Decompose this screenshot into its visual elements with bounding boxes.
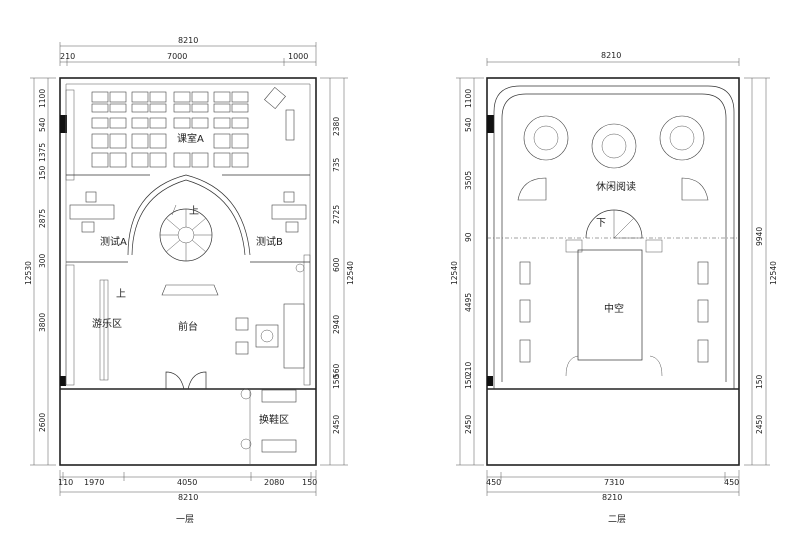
floor1-dimensions: 8210 210 7000 1000 110 1970 4050 2080 15… [24,36,355,525]
test-b-label: 测试B [256,235,283,248]
f2-dim-left-3: 3505 [464,171,473,190]
f2-dim-left-5: 4495 [464,293,473,312]
floor2-dimensions: 8210 450 7310 450 8210 12540 1100 540 35… [450,51,778,525]
f2-dim-left-7: 150 [464,374,473,389]
floor1-caption: 一层 [176,514,194,525]
f1-dim-right-1: 2380 [332,117,341,136]
f1-dim-right-total: 12540 [346,261,355,285]
f1-dim-top-left: 210 [60,52,75,61]
f1-dim-left-8: 2600 [38,413,47,432]
f1-dim-bottom-a: 110 [58,478,73,487]
classroom-a-label: 课室A [177,132,204,145]
f2-dim-right-total: 12540 [769,261,778,285]
floor1-outer-wall [59,77,317,466]
f2-dim-bottom-a: 450 [486,478,501,487]
floor2-caption: 二层 [608,514,626,525]
floor2-column [487,115,494,133]
shoe-bench [261,389,297,403]
f1-dim-left-3: 1375 [38,143,47,162]
classroom-desks [91,86,295,168]
floor1-entry-door [165,371,185,390]
f1-dim-right-2: 735 [332,157,341,172]
f2-dim-right-2: 150 [755,374,764,389]
test-a-label: 测试A [100,235,127,248]
void-label: 中空 [604,302,624,315]
f1-dim-bottom-b: 1970 [84,478,104,487]
coffee-table [255,324,279,348]
stair-down-label: 下 [596,218,606,229]
f1-dim-right-5: 2940 [332,315,341,334]
floor1-plan: 课室A 测试A 测试B 游乐区 前台 换鞋区 上 上 [59,77,317,466]
f1-dim-left-6: 300 [38,253,47,268]
test-a-desk [69,204,115,220]
f1-dim-bottom-e: 150 [302,478,317,487]
test-b-desk [271,204,307,220]
f2-dim-bottom-total: 8210 [602,493,622,502]
reading-seating [517,115,709,201]
f1-dim-left-total: 12530 [24,261,33,285]
f1-dim-left-1: 1100 [38,89,47,108]
reading-label: 休闲阅读 [596,180,636,193]
sofa [283,303,305,369]
f1-dim-top-mid: 7000 [167,52,187,61]
f2-dim-left-total: 12540 [450,261,459,285]
f1-dim-right-3: 2725 [332,205,341,224]
floor2-railing [493,85,735,389]
f1-dim-right-8: 2450 [332,415,341,434]
floor2-outer-wall [486,77,740,466]
stair-up-label: 上 [189,205,199,217]
f2-dim-right-3: 2450 [755,415,764,434]
f2-dim-bottom-c: 450 [724,478,739,487]
f1-dim-right-4: 600 [332,257,341,272]
f2-dim-left-1: 1100 [464,89,473,108]
f1-dim-bottom-total: 8210 [178,493,198,502]
f2-dim-left-2: 540 [464,117,473,132]
f1-dim-top-right: 1000 [288,52,308,61]
f2-dim-bottom-b: 7310 [604,478,624,487]
f1-dim-right-6: 560 [332,363,341,378]
stair-up-label-2: 上 [116,288,126,300]
f1-dim-left-2: 540 [38,117,47,132]
f1-dim-left-5: 2875 [38,209,47,228]
reception-label: 前台 [178,320,198,333]
f2-dim-right-1: 9940 [755,227,764,246]
f1-dim-left-7: 3800 [38,313,47,332]
f1-dim-bottom-c: 4050 [177,478,197,487]
f2-dim-left-4: 90 [464,232,473,242]
floor1-arch-wall [127,174,251,256]
floor1-column [60,115,67,133]
f1-dim-bottom-d: 2080 [264,478,284,487]
shoe-area-label: 换鞋区 [259,413,289,426]
floor2-plan: 休闲阅读 中空 下 [486,77,740,466]
f1-dim-left-4: 150 [38,165,47,180]
f1-dim-top-total: 8210 [178,36,198,45]
floor1-column-2 [60,376,66,386]
f2-dim-top-total: 8210 [601,51,621,60]
f1-dim-right-7: 150 [332,374,341,389]
f2-dim-left-8: 2450 [464,415,473,434]
void-opening [577,249,643,361]
play-area-label: 游乐区 [92,317,122,330]
f2-dim-left-6: 210 [464,361,473,376]
reception-desk [161,284,219,296]
